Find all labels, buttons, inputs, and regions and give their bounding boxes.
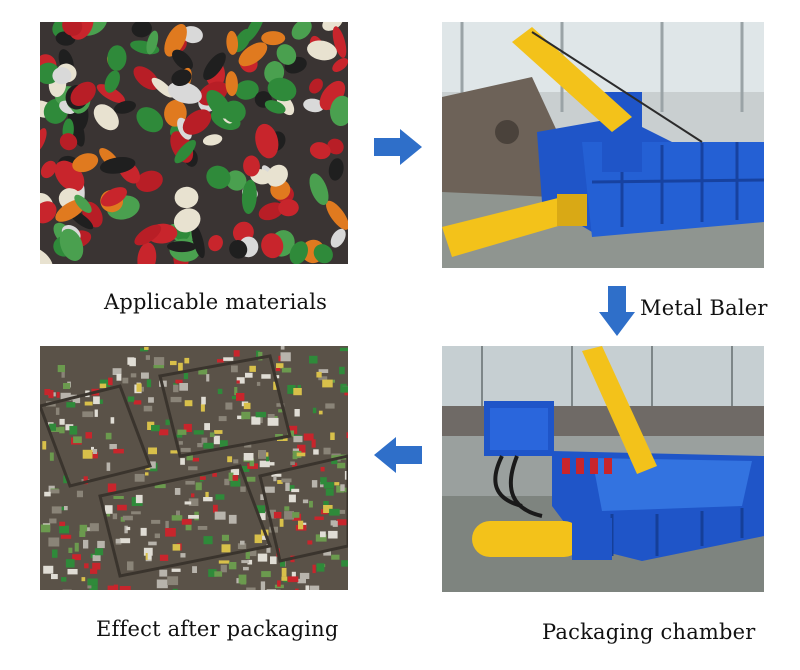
caption-packaging-chamber: Packaging chamber [542,620,756,644]
photo-effect-after-packaging [40,346,348,590]
arrow-down-icon [598,284,636,338]
photo-applicable-materials [40,22,348,264]
arrow-right-icon [372,128,424,166]
caption-effect-after-packaging: Effect after packaging [96,617,339,641]
arrow-left-icon [372,436,424,474]
photo-packaging-chamber [442,346,764,592]
photo-metal-baler [442,22,764,268]
caption-metal-baler: Metal Baler [640,296,768,320]
caption-applicable-materials: Applicable materials [104,290,328,314]
